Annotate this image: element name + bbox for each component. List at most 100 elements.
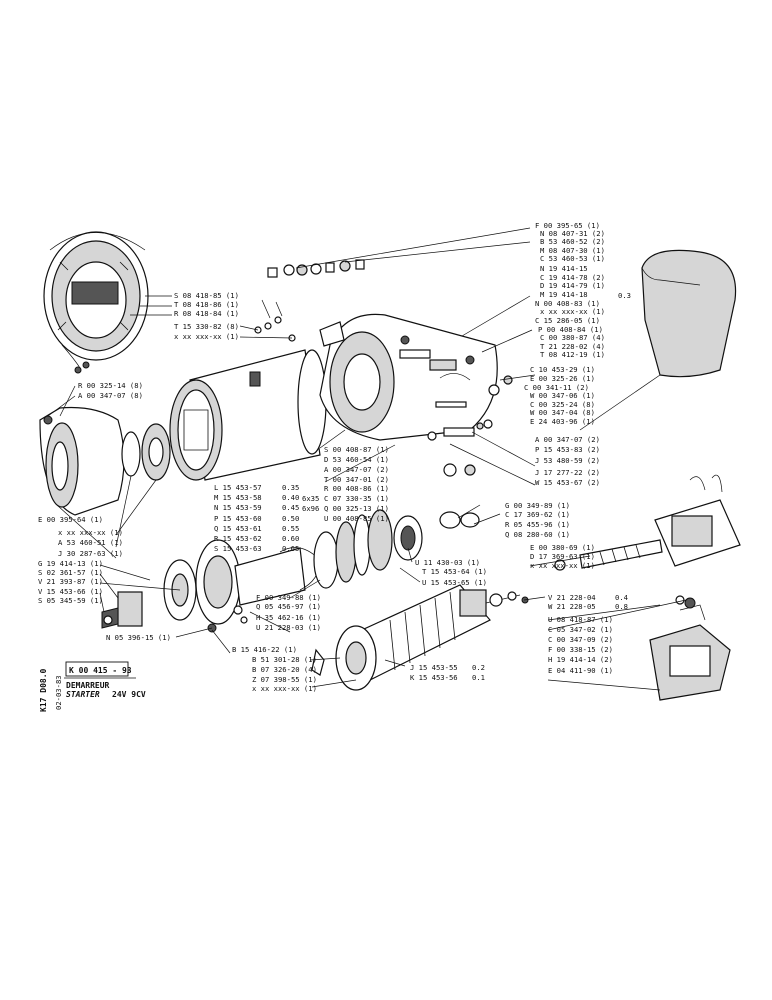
washer-code-4: Q 15 453-61 <box>214 524 262 533</box>
right-lower-code-3: C 05 347-02 (1) <box>548 625 613 634</box>
top-right-labels: F 00 395-65 (1) N 08 407-31 (2) B 53 460… <box>524 221 631 487</box>
commutator-end-frame-drawing <box>319 313 498 441</box>
washer-size-6: 0.65 <box>282 544 299 553</box>
label-bottom-1: B 51 301-28 (1) <box>252 655 317 664</box>
label-right-mid-6: x xx xxx-xx (1) <box>530 561 595 570</box>
washer-code-1: M 15 453-58 <box>214 493 262 502</box>
label-top-right-22: E 24 403-96 (1) <box>530 417 595 426</box>
label-right-mid-5: D 17 369-63 (1) <box>530 552 595 561</box>
label-lower-left-7: V 15 453-66 (1) <box>38 587 103 596</box>
right-lower-size-1: 0.8 <box>615 602 628 611</box>
washer-code-6: S 15 453-63 <box>214 544 262 553</box>
solenoid-switch-drawing <box>649 595 731 701</box>
label-top-right-7: D 19 414-79 (1) <box>540 281 605 290</box>
label-lower-left-5: S 02 361-57 (1) <box>38 568 103 577</box>
lower-left-labels: E 00 395-64 (1) x xx xxx-xx (1) A 53 460… <box>38 515 171 642</box>
label-bottom-2: B 07 326-20 (4) <box>252 665 317 674</box>
label-mid-1: D 53 460-54 (1) <box>324 455 389 464</box>
armature-shim-code-1: K 15 453-56 <box>410 673 458 682</box>
right-mid-labels: G 00 349-89 (1) C 17 369-62 (1) R 05 455… <box>505 501 595 570</box>
drive-assembly-drawing <box>195 509 423 625</box>
bottom-labels: B 15 416-22 (1) B 51 301-28 (1) B 07 326… <box>232 645 317 693</box>
part-name-en: STARTER <box>66 690 100 699</box>
washer-size-0: 0.35 <box>282 483 299 492</box>
brush-holder-parts-drawing <box>427 373 513 441</box>
label-bottom-3: Z 07 398-55 (1) <box>252 675 317 684</box>
label-center-4: Q 05 456-97 (1) <box>256 602 321 611</box>
rear-end-bell-drawing <box>43 231 149 374</box>
label-bottom-0: B 15 416-22 (1) <box>232 645 297 654</box>
armature-shim-code-0: J 15 453-55 <box>410 663 458 672</box>
label-mid-size-1: 6x96 <box>302 504 319 513</box>
label-lower-left-6: V 21 393-87 (1) <box>38 577 103 586</box>
right-lower-code-6: H 19 414-14 (2) <box>548 655 613 664</box>
label-mid-7: U 00 408-85 (1) <box>324 514 389 523</box>
washer-size-2: 0.45 <box>282 503 299 512</box>
label-lower-left-3: J 30 287-63 (1) <box>58 549 123 558</box>
washer-size-4: 0.55 <box>282 524 299 533</box>
right-lower-code-7: E 04 411-90 (1) <box>548 666 613 675</box>
label-right-mid-4: E 00 380-69 (1) <box>530 543 595 552</box>
label-top-right-20: C 00 325-24 (8) <box>530 400 595 409</box>
label-shim-value: 0.3 <box>618 291 631 300</box>
label-top-right-25: J 53 480-59 (2) <box>535 456 600 465</box>
label-top-right-26: J 17 277-22 (2) <box>535 468 600 477</box>
label-right-mid-3: Q 08 280-60 (1) <box>505 530 570 539</box>
label-top-right-16: C 10 453-29 (1) <box>530 365 595 374</box>
label-top-right-14: T 21 228-02 (4) <box>540 342 605 351</box>
label-top-right-1: N 08 407-31 (2) <box>540 229 605 238</box>
label-top-right-19: W 00 347-06 (1) <box>530 391 595 400</box>
label-mid-4: R 00 408-86 (1) <box>324 484 389 493</box>
washer-size-5: 0.60 <box>282 534 299 543</box>
vertical-page-code: K17 D08.0 <box>39 668 48 712</box>
title-block: K17 D08.0 02-03-83 K 00 415 - 93 DEMARRE… <box>39 661 146 712</box>
label-center-0: U 11 430-03 (1) <box>415 558 480 567</box>
date-code: 02-03-83 <box>54 675 63 710</box>
armature-shim-size-1: 0.1 <box>472 673 485 682</box>
drive-end-cover-drawing <box>39 406 125 516</box>
center-labels: U 11 430-03 (1) T 15 453-64 (1) U 15 453… <box>256 558 487 632</box>
label-mid-size-0: 6x35 <box>302 494 319 503</box>
label-lower-left-4: G 19 414-13 (1) <box>38 559 103 568</box>
label-right-mid-1: C 17 369-62 (1) <box>505 510 570 519</box>
label-top-right-4: C 53 460-53 (1) <box>540 254 605 263</box>
label-top-right-12: P 00 408-84 (1) <box>538 325 603 334</box>
label-bottom-4: x xx xxx-xx (1) <box>252 684 317 693</box>
washer-code-0: L 15 453-57 <box>214 483 262 492</box>
label-top-right-9: N 00 408-83 (1) <box>535 299 600 308</box>
label-upper-left-5: R 00 325-14 (8) <box>78 381 143 390</box>
part-name-fr: DEMARREUR <box>66 681 110 690</box>
label-lower-left-2: A 53 460-51 (1) <box>58 538 123 547</box>
right-lower-code-1: W 21 228-05 <box>548 602 596 611</box>
right-lower-labels: V 21 228-04 0.4 W 21 228-05 0.8 U 08 418… <box>548 593 628 675</box>
pinion-clutch-drawing <box>101 559 197 629</box>
right-lower-size-0: 0.4 <box>615 593 628 602</box>
label-lower-left-8: S 05 345-59 (1) <box>38 596 103 605</box>
washer-labels: L 15 453-57 0.35 M 15 453-58 0.40 N 15 4… <box>214 483 299 553</box>
label-lower-left-9: N 05 396-15 (1) <box>106 633 171 642</box>
label-top-right-11: C 15 286-05 (1) <box>535 316 600 325</box>
label-top-right-23: A 00 347-07 (2) <box>535 435 600 444</box>
washer-size-1: 0.40 <box>282 493 299 502</box>
label-center-2: U 15 453-65 (1) <box>422 578 487 587</box>
label-center-5: H 35 462-16 (1) <box>256 613 321 622</box>
bearings-drawing <box>121 423 171 481</box>
label-top-right-8: M 19 414-18 <box>540 290 588 299</box>
label-top-right-21: W 00 347-04 (8) <box>530 408 595 417</box>
washer-code-3: P 15 453-60 <box>214 514 262 523</box>
label-right-mid-2: R 05 455-96 (1) <box>505 520 570 529</box>
label-mid-3: T 00 347-01 (2) <box>324 475 389 484</box>
leader-lines <box>47 227 687 691</box>
label-mid-0: S 00 408-87 (1) <box>324 445 389 454</box>
label-lower-left-1: x xx xxx-xx (1) <box>58 528 123 537</box>
label-top-right-15: T 08 412-19 (1) <box>540 350 605 359</box>
label-upper-left-2: R 08 418-84 (1) <box>174 309 239 318</box>
armature-shim-labels: J 15 453-55 0.2 K 15 453-56 0.1 <box>410 663 485 682</box>
label-top-right-27: W 15 453-67 (2) <box>535 478 600 487</box>
label-upper-left-3: T 15 330-82 (8) <box>174 322 239 331</box>
solenoid-assembly-drawing <box>554 474 741 571</box>
armature-shim-size-0: 0.2 <box>472 663 485 672</box>
nut-washer-row-drawing <box>267 259 365 278</box>
